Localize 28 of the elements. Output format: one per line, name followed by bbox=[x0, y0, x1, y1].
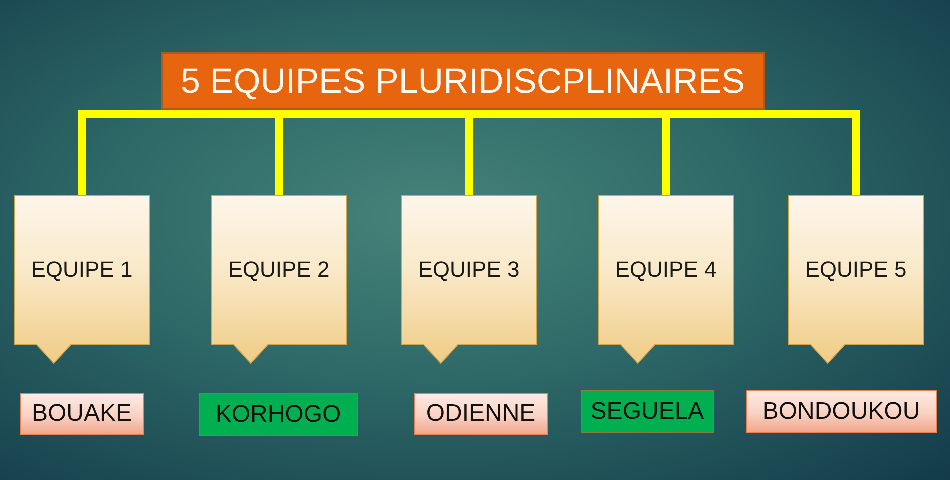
city-name: KORHOGO bbox=[216, 402, 342, 426]
connector-line bbox=[78, 110, 860, 118]
team-label: EQUIPE 4 bbox=[615, 259, 717, 281]
city-name: ODIENNE bbox=[426, 402, 536, 426]
callout-box bbox=[401, 195, 537, 364]
city-tag bbox=[199, 393, 358, 436]
connector-line bbox=[465, 118, 473, 195]
team-label: EQUIPE 2 bbox=[228, 259, 330, 281]
connector-line bbox=[852, 118, 860, 195]
callout-box bbox=[211, 195, 347, 364]
team-label: EQUIPE 1 bbox=[31, 259, 133, 281]
banner-text: 5 EQUIPES PLURIDISCPLINAIRES bbox=[180, 64, 746, 98]
callout-box bbox=[788, 195, 924, 364]
connector-line bbox=[78, 118, 86, 195]
callout-box bbox=[14, 195, 150, 364]
city-name: BOUAKE bbox=[32, 402, 132, 426]
callout-box bbox=[598, 195, 734, 364]
city-name: SEGUELA bbox=[590, 400, 704, 424]
city-tag bbox=[746, 390, 937, 433]
connector-line bbox=[275, 118, 283, 195]
city-tag bbox=[20, 393, 144, 435]
team-label: EQUIPE 5 bbox=[805, 259, 907, 281]
city-name: BONDOUKOU bbox=[762, 400, 920, 424]
connector-line bbox=[662, 118, 670, 195]
city-tag bbox=[581, 390, 714, 433]
city-tag bbox=[414, 393, 548, 435]
title-banner bbox=[161, 52, 765, 110]
team-label: EQUIPE 3 bbox=[418, 259, 520, 281]
